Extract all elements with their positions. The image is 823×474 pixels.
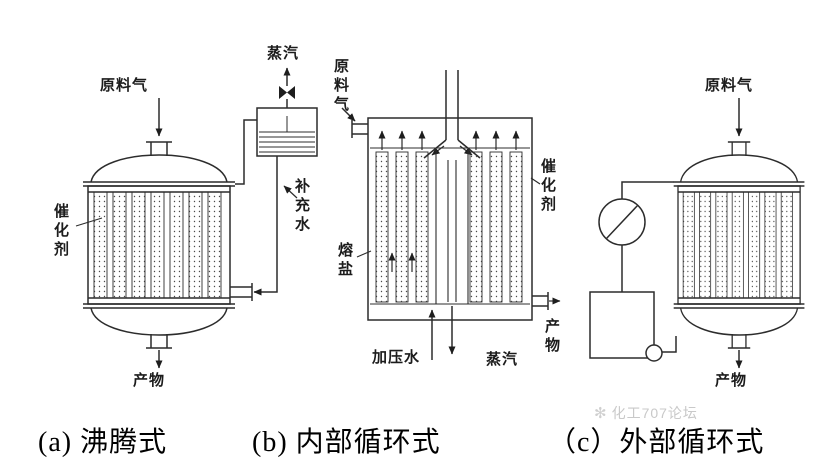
circulation-arrows-b [378, 130, 520, 272]
steam-drum [256, 107, 318, 157]
reactor-b [341, 70, 561, 360]
label-product-a: 产物 [133, 372, 166, 389]
label-steam-b: 蒸汽 [486, 351, 519, 368]
makeup-water-arrow [283, 185, 298, 199]
label-feed-gas-c: 原料气 [705, 77, 754, 94]
watermark-logo-icon: ✻ [594, 405, 608, 422]
vessel-a [82, 141, 236, 349]
vessel-c [672, 141, 806, 349]
return-pipe [253, 156, 278, 296]
label-pressurized-water-b: 加压水 [372, 349, 421, 366]
label-feed-gas-a: 原料气 [100, 77, 149, 94]
watermark-text: 化工707论坛 [611, 405, 698, 421]
label-catalyst-a: 催化剂 [52, 203, 69, 260]
label-makeup-water-a: 补充水 [293, 178, 310, 235]
pump-circle-icon [645, 344, 663, 362]
label-feed-gas-b: 原料气 [332, 58, 349, 115]
label-molten-salt-b: 熔盐 [336, 242, 353, 280]
label-steam-a: 蒸汽 [267, 45, 300, 62]
label-product-b: 产物 [543, 318, 560, 356]
vessel-b-shell [367, 117, 533, 321]
reactor-a [75, 67, 318, 369]
external-loop [589, 181, 677, 362]
vessel-a-side-nozzle [230, 283, 253, 301]
caption-c: （c）外部循环式 [548, 427, 765, 458]
label-product-c: 产物 [715, 372, 748, 389]
catalyst-pointer-b [530, 177, 541, 185]
molten-salt-pointer [356, 250, 372, 258]
loop-drum [589, 291, 655, 359]
label-catalyst-b: 催化剂 [539, 158, 556, 215]
reactor-c [589, 98, 806, 369]
catalyst-tubes-b [375, 151, 523, 303]
caption-a: (a) 沸腾式 [38, 427, 168, 458]
steam-valve-icon [279, 67, 295, 108]
riser-pipe [235, 119, 257, 185]
caption-b: (b) 内部循环式 [252, 427, 441, 458]
catalyst-pointer-a [75, 217, 103, 227]
feed-arrow-b [341, 107, 356, 122]
vessel-b-outlet [532, 292, 561, 310]
vessel-b-inlet-nozzle [351, 120, 368, 138]
watermark: ✻ 化工707论坛 [594, 403, 698, 423]
